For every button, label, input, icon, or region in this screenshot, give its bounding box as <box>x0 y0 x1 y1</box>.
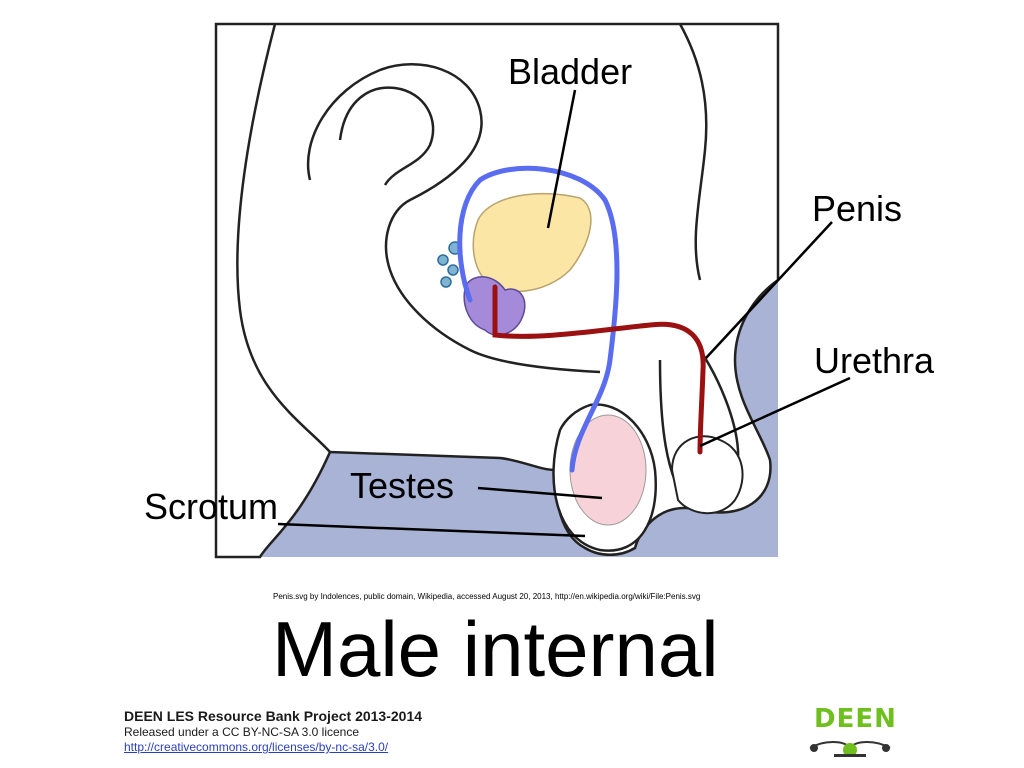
leader-lines <box>277 89 851 538</box>
slide-title: Male internal <box>272 605 719 693</box>
deen-logo: DEEN <box>804 704 896 766</box>
label-penis: Penis <box>812 188 903 229</box>
deen-logo-icon <box>809 741 891 757</box>
logo-word: DEEN <box>814 704 897 734</box>
label-testes: Testes <box>350 465 455 506</box>
seminal-vesicles <box>437 241 462 288</box>
label-bladder: Bladder <box>508 51 633 92</box>
footer-licence-link[interactable]: http://creativecommons.org/licenses/by-n… <box>124 740 389 754</box>
footer-licence: Released under a CC BY-NC-SA 3.0 licence <box>124 725 360 739</box>
glans <box>670 435 744 515</box>
spine-outline <box>236 23 331 453</box>
bladder <box>472 192 592 293</box>
image-credit: Penis.svg by Indolences, public domain, … <box>273 592 701 601</box>
label-urethra: Urethra <box>814 340 935 381</box>
colon-loop <box>338 86 435 186</box>
vas-deferens <box>457 165 620 473</box>
label-scrotum: Scrotum <box>144 486 279 527</box>
abdomen-outline <box>678 23 708 281</box>
urethra <box>492 284 706 455</box>
footer-project: DEEN LES Resource Bank Project 2013-2014 <box>124 708 423 724</box>
rectum-outline <box>306 63 601 374</box>
